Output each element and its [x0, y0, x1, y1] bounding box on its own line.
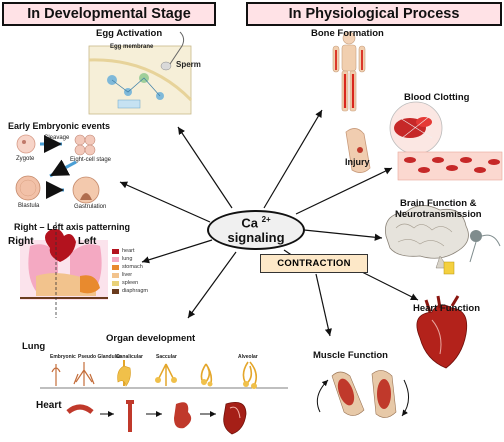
header-physiological-process: In Physiological Process: [246, 2, 502, 26]
arrow-brain: [303, 229, 383, 241]
arrow-axis: [141, 239, 213, 264]
legend-swatch: [112, 248, 119, 254]
legend-swatch: [112, 272, 119, 278]
header-developmental-stage: In Developmental Stage: [2, 2, 216, 26]
legend-label: liver: [122, 272, 133, 278]
axis-left-label: Left: [78, 236, 97, 247]
arrow-organ: [187, 251, 237, 319]
legend-label: stomach: [122, 264, 143, 270]
legend-label: diaphragm: [122, 288, 148, 294]
legend-swatch: [112, 280, 119, 286]
arrow-embryonic: [119, 181, 211, 223]
lung-stage-label: Saccular: [156, 354, 177, 360]
header-physiological-label: In Physiological Process: [288, 6, 460, 22]
lung-stage-label: Alveolar: [238, 354, 258, 360]
arrow-blood: [295, 167, 393, 215]
arrow-heart-function: [361, 271, 419, 301]
lung-development-illustration: [40, 360, 288, 389]
calcium-charge: 2+: [261, 215, 271, 224]
egg-membrane-label: Egg membrane: [110, 44, 154, 50]
organ-development-title: Organ development: [106, 333, 196, 344]
lung-stage-label: Canalicular: [116, 354, 143, 360]
gastrulation-label: Gastrulation: [74, 204, 107, 210]
heart-label: Heart: [36, 400, 62, 411]
brain-function-line2: Neurotransmission: [395, 209, 482, 220]
legend-item-heart: heart: [112, 248, 135, 254]
signaling-label: signaling: [227, 230, 285, 246]
arrow-bone: [263, 109, 323, 209]
arrow-egg-activation: [177, 126, 233, 209]
heart-function-label: Heart Function: [413, 303, 481, 314]
egg-activation-title: Egg Activation: [96, 28, 163, 39]
legend-swatch: [112, 256, 119, 262]
axis-illustration: [20, 222, 108, 318]
cleavage-label: Cleavage: [44, 135, 70, 141]
axis-title: Right – Left axis patterning: [14, 222, 131, 232]
arrow-muscle: [315, 273, 332, 337]
muscle-function-illustration: [316, 370, 409, 418]
legend-item-diaphragm: diaphragm: [112, 288, 148, 294]
bone-formation-label: Bone Formation: [311, 28, 384, 39]
legend-item-stomach: stomach: [112, 264, 143, 270]
legend-item-liver: liver: [112, 272, 132, 278]
zygote-label: Zygote: [16, 156, 35, 162]
bone-formation-illustration: [332, 31, 366, 112]
brain-function-line1: Brain Function &: [400, 198, 477, 209]
legend-item-spleen: spleen: [112, 280, 138, 286]
embryonic-illustration: [15, 134, 100, 204]
muscle-function-label: Muscle Function: [313, 350, 388, 361]
legend-label: heart: [122, 248, 135, 254]
blastula-label: Blastula: [18, 203, 40, 209]
heart-function-illustration: [416, 295, 468, 369]
calcium-label: Ca: [241, 215, 258, 231]
embryonic-title: Early Embryonic events: [8, 121, 111, 131]
calcium-signaling-node: [207, 210, 305, 250]
brain-function-label: Brain Function & Neurotransmission: [395, 198, 482, 220]
egg-activation-illustration: [88, 31, 193, 115]
heart-development-illustration: [66, 400, 247, 435]
legend-swatch: [112, 288, 119, 294]
lung-label: Lung: [22, 341, 46, 352]
injury-label: Injury: [345, 157, 370, 167]
calcium-signaling-label: Ca 2+ signaling: [207, 212, 305, 245]
header-developmental-label: In Developmental Stage: [27, 6, 191, 22]
lung-stage-label: Pseudo Glandular: [78, 354, 121, 360]
legend-item-lung: lung: [112, 256, 132, 262]
legend-label: spleen: [122, 280, 139, 286]
axis-right-label: Right: [8, 236, 34, 247]
blood-clotting-label: Blood Clotting: [404, 92, 470, 103]
contraction-label: CONTRACTION: [277, 258, 351, 269]
sperm-label: Sperm: [176, 60, 201, 69]
contraction-box: CONTRACTION: [260, 254, 368, 273]
blood-clotting-illustration: [345, 101, 503, 181]
legend-swatch: [112, 264, 119, 270]
lung-stage-label: Embryonic: [50, 354, 76, 360]
legend-label: lung: [122, 256, 133, 262]
eight-cell-label: Eight-cell stage: [70, 157, 112, 163]
arrows: [119, 109, 419, 337]
brain-neurotransmission-illustration: [385, 205, 501, 275]
